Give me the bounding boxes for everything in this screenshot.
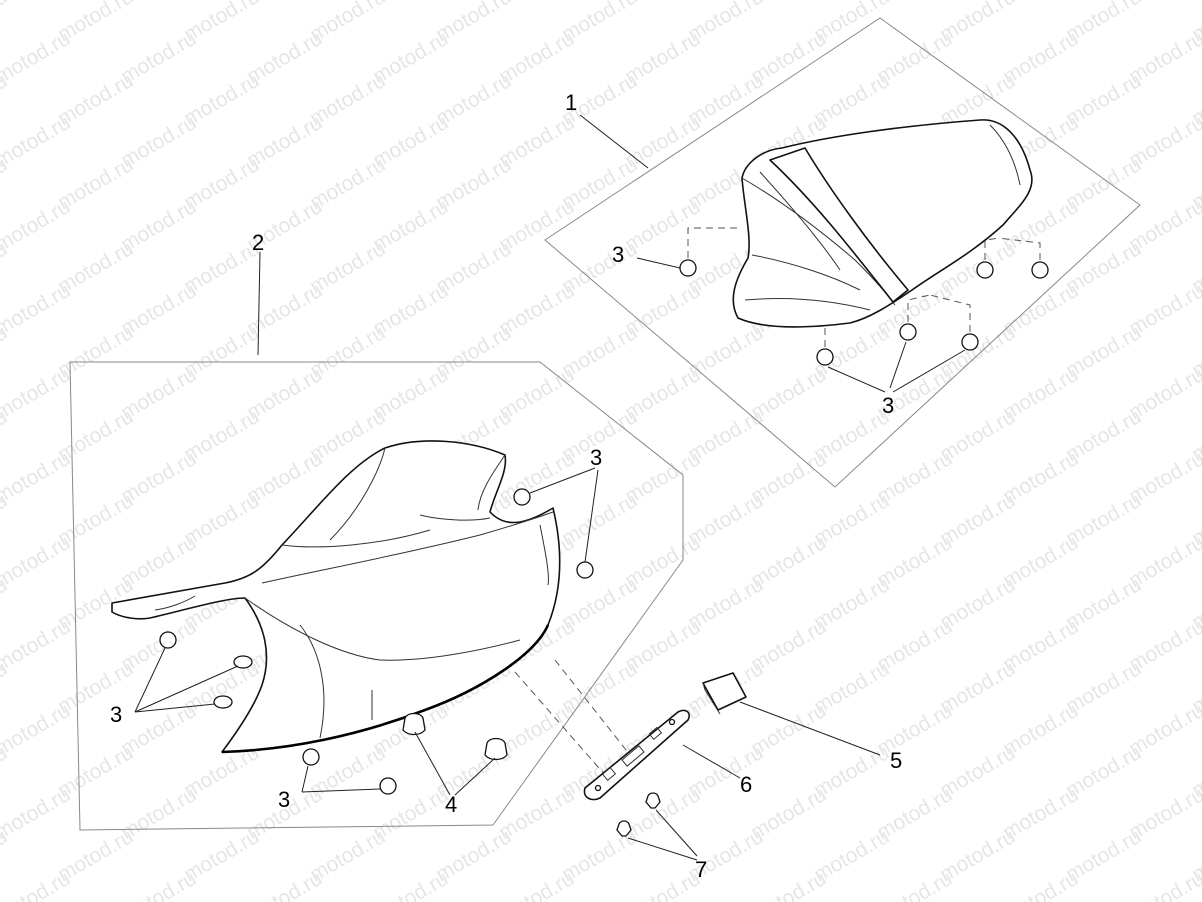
screw-icon (645, 792, 661, 809)
small-parts-group (583, 672, 881, 861)
pillion-strap (769, 147, 909, 303)
watermark-text: motod.ru (873, 867, 956, 902)
watermark-text: motod.ru (0, 363, 74, 424)
pillion-seat-group (544, 17, 1141, 488)
callout-3-rider-bottom: 3 (278, 787, 290, 812)
watermark-text: motod.ru (621, 867, 704, 902)
watermark-text: motod.ru (243, 867, 326, 902)
callout-4: 4 (445, 792, 457, 817)
callout-3-rider-right: 3 (590, 445, 602, 470)
pillion-seat (732, 119, 1033, 328)
watermark-text: motod.ru (0, 531, 74, 592)
watermark-text: motod.ru (0, 447, 74, 508)
rider-seat-frame (69, 361, 684, 831)
watermark-text: motod.ru (0, 279, 74, 340)
watermark-text: motod.ru (0, 111, 74, 172)
watermark-text: motod.ru (0, 27, 74, 88)
nut-icon (379, 777, 397, 795)
watermark-text: motod.ru (117, 867, 200, 902)
watermark-text: motod.ru (369, 867, 452, 902)
nut-icon (513, 488, 531, 506)
bolt-icon (484, 737, 508, 761)
callout-5: 5 (890, 748, 902, 773)
grommet-icon (213, 695, 233, 709)
watermark-text: motod.ru (0, 783, 74, 844)
screw-icon (616, 820, 632, 837)
nut-icon (816, 348, 834, 366)
watermark-text: motod.ru (747, 867, 830, 902)
watermark-text: motod.ru (0, 195, 74, 256)
watermark-text: motod.ru (999, 867, 1082, 902)
watermark-text: motod.ru (0, 867, 74, 902)
callout-3-rider-left: 3 (110, 702, 122, 727)
watermark-text: motod.ru (1125, 867, 1202, 902)
pillion-seat-frame (544, 17, 1141, 488)
watermark-text: motod.ru (0, 615, 74, 676)
callout-3-pillion-left: 3 (612, 242, 624, 267)
callouts: 1 2 3 3 3 3 3 4 5 6 7 (110, 90, 902, 882)
rubber-pad (702, 672, 747, 711)
nut-icon (679, 259, 697, 277)
watermark-text: motod.ru (495, 867, 578, 902)
callout-1: 1 (565, 90, 577, 115)
callout-3-pillion-bottom: 3 (882, 393, 894, 418)
watermark-text: motod.ru (0, 0, 74, 4)
nut-icon (899, 323, 917, 341)
nut-icon (302, 748, 320, 766)
watermark-text: motod.ru (0, 0, 11, 46)
grommet-icon (233, 655, 253, 669)
nut-icon (159, 631, 177, 649)
callout-2: 2 (252, 230, 264, 255)
bolt-icon (402, 712, 426, 736)
watermark-text: motod.ru (0, 699, 74, 760)
nut-icon (576, 561, 594, 579)
nut-icon (961, 333, 979, 351)
callout-6: 6 (740, 772, 752, 797)
nut-icon (976, 261, 994, 279)
seat-edge-trim (221, 624, 550, 754)
rider-seat-group (69, 251, 684, 831)
nut-icon (1031, 261, 1049, 279)
callout-7: 7 (695, 857, 707, 882)
